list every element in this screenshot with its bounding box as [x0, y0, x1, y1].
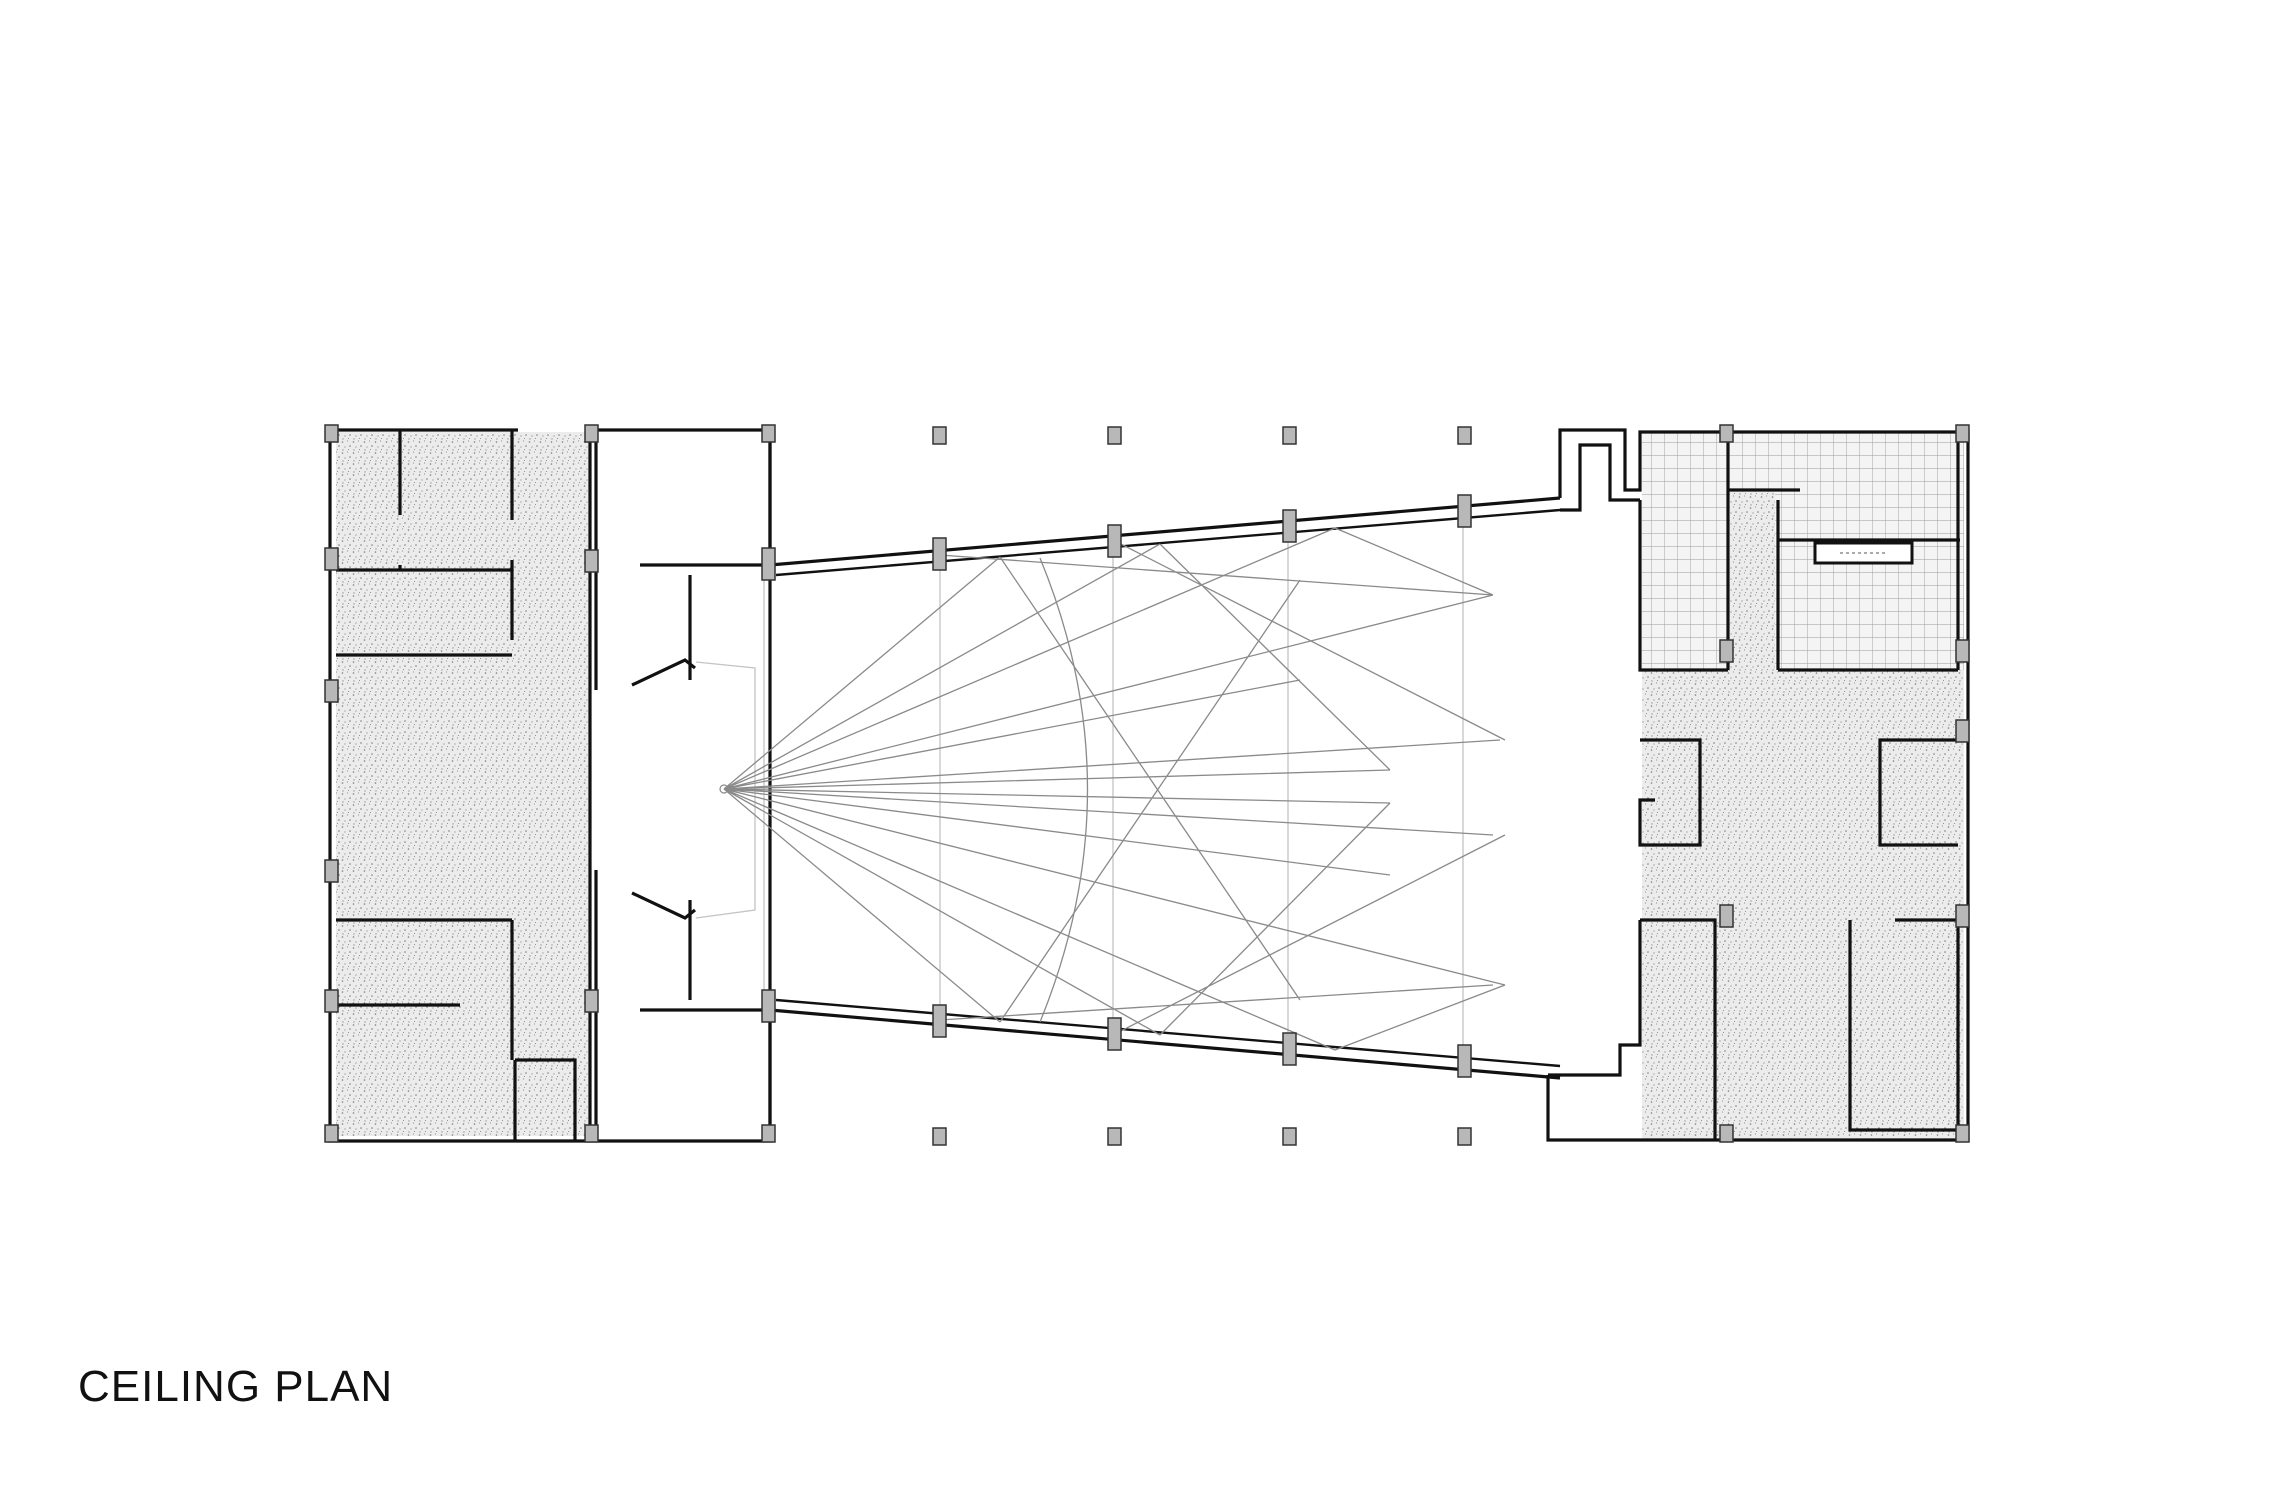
right-tile-zone-a — [1642, 432, 1964, 670]
south-tapered-wall — [769, 1008, 1561, 1080]
right-wing — [1546, 428, 1970, 1142]
north-tapered-wall-inner — [775, 508, 1561, 577]
left-wing — [328, 428, 772, 1143]
ceiling-light-fixture — [1813, 541, 1914, 565]
lobby-walls — [631, 563, 770, 1012]
central-hall — [695, 496, 1561, 1080]
columns — [324, 424, 1970, 1146]
left-stipple-zone — [336, 432, 590, 1136]
right-stipple-zone — [1642, 670, 1964, 1140]
right-outer-wall — [1546, 428, 1970, 1142]
south-tapered-wall-inner — [775, 998, 1561, 1068]
ceiling-ray-pattern — [719, 527, 1506, 1051]
drawing-caption: CEILING PLAN — [78, 1362, 394, 1411]
right-corridor-stipple — [1730, 492, 1775, 672]
north-tapered-wall — [769, 496, 1561, 567]
